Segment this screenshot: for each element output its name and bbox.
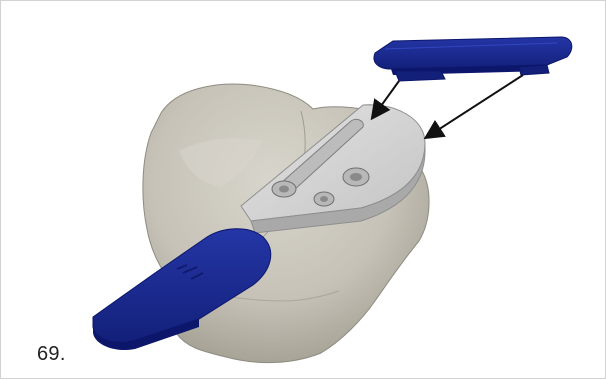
figure-number: 69. <box>37 343 66 366</box>
arrow-to-rear-edge <box>427 75 523 137</box>
insert-block <box>374 37 572 81</box>
